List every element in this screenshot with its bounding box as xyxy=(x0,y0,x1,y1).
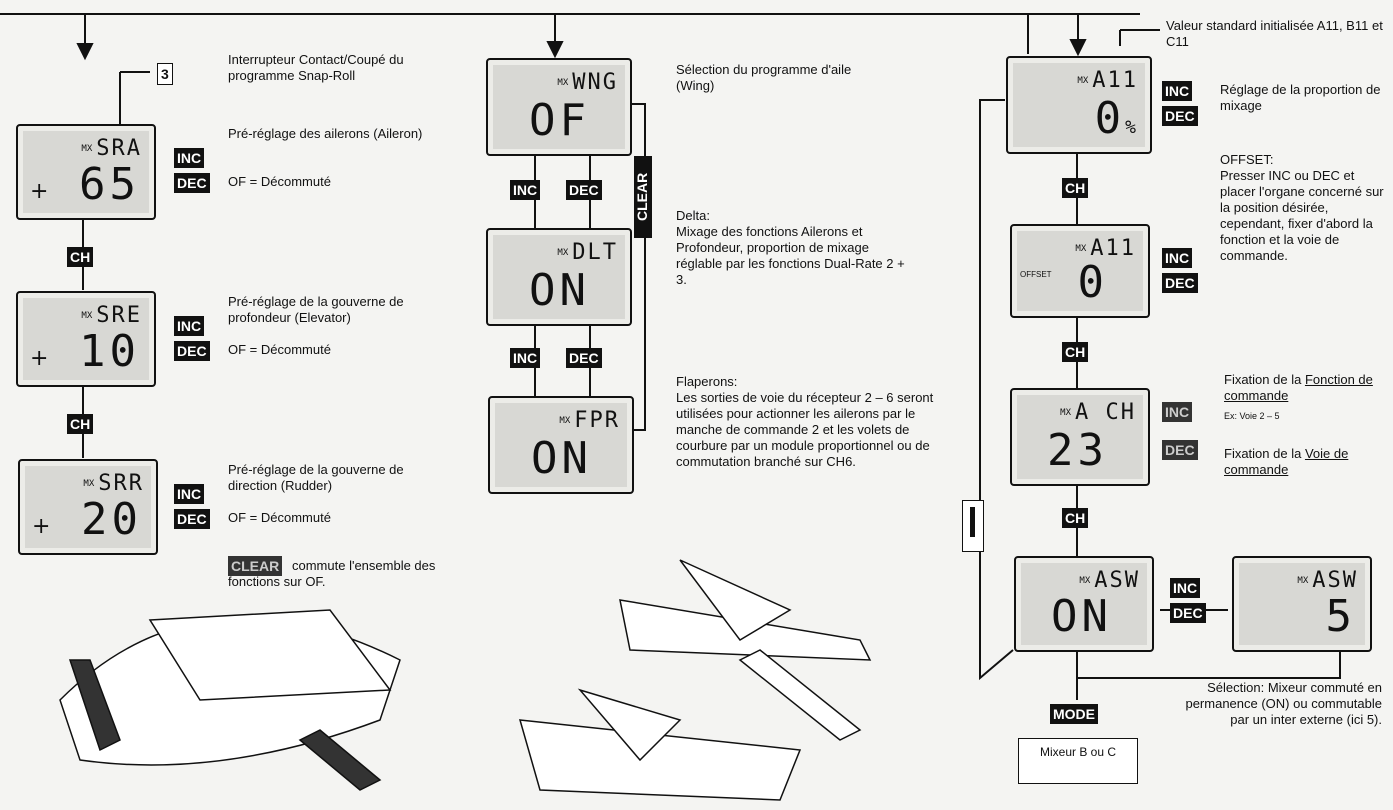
display-a11-unit: % xyxy=(1125,117,1136,138)
display-asw-top: ASW xyxy=(1094,568,1140,593)
fix-function-prefix: Fixation de la xyxy=(1224,372,1305,387)
inc-button-dlt[interactable]: INC xyxy=(510,348,541,368)
display-fpr-top: FPR xyxy=(574,408,620,433)
display-a11-offset-value: 0 xyxy=(1077,257,1108,308)
display-sre-value: 10 xyxy=(79,326,140,377)
display-srr-value: 20 xyxy=(81,494,142,545)
dec-button-mix[interactable]: DEC xyxy=(1162,106,1198,126)
display-a11-value: 0 xyxy=(1094,93,1126,144)
fix-function-label: Fixation de la Fonction de commande xyxy=(1224,372,1389,404)
display-ach-top: A CH xyxy=(1075,400,1136,425)
switch-number-box: 3 xyxy=(157,63,173,85)
desc-rudder: Pré-réglage de la gouverne de direction … xyxy=(228,462,404,493)
dec-button-wng[interactable]: DEC xyxy=(566,180,602,200)
mixer-box: Mixeur B ou C xyxy=(1018,738,1138,784)
dec-button-sre[interactable]: DEC xyxy=(174,341,210,361)
dec-button-asw[interactable]: DEC xyxy=(1170,603,1206,623)
standard-label: Valeur standard initialisée A11, B11 et … xyxy=(1166,18,1383,49)
fix-channel-label: Fixation de la Voie de commande xyxy=(1224,446,1389,478)
desc-aileron: Pré-réglage des ailerons (Aileron) xyxy=(228,126,423,141)
clear-button-note[interactable]: CLEAR xyxy=(228,556,283,576)
display-wng-top: WNG xyxy=(572,70,618,95)
inc-button-srr[interactable]: INC xyxy=(174,484,205,504)
off-note-1: OF = Décommuté xyxy=(228,174,331,189)
ch-button-3[interactable]: CH xyxy=(1062,178,1089,198)
offset-title: OFFSET: xyxy=(1220,152,1274,167)
delta-text: Mixage des fonctions Ailerons et Profond… xyxy=(676,224,905,287)
ch-button-5[interactable]: CH xyxy=(1062,508,1089,528)
inc-button-wng[interactable]: INC xyxy=(510,180,541,200)
inc-button-offset[interactable]: INC xyxy=(1162,248,1193,268)
selection-text: Sélection: Mixeur commuté en permanence … xyxy=(1185,680,1382,727)
display-sra-value: 65 xyxy=(79,159,140,210)
dec-button-sra[interactable]: DEC xyxy=(174,173,210,193)
mode-button[interactable]: MODE xyxy=(1050,704,1098,724)
display-sre-top: SRE xyxy=(96,303,142,328)
fix-function-link: Fonction de commande xyxy=(1224,372,1373,403)
display-a11-offset-top: A11 xyxy=(1090,236,1136,261)
display-sra-sign: + xyxy=(30,179,49,204)
inc-button-mix[interactable]: INC xyxy=(1162,81,1193,101)
flap-title: Flaperons: xyxy=(676,374,738,389)
display-dlt-top: DLT xyxy=(572,240,618,265)
inc-button-sra[interactable]: INC xyxy=(174,148,205,168)
clear-button[interactable]: CLEAR xyxy=(634,156,652,238)
fix-channel-prefix: Fixation de la xyxy=(1224,446,1305,461)
dec-button-offset[interactable]: DEC xyxy=(1162,273,1198,293)
inc-button-ach[interactable]: INC xyxy=(1162,402,1193,422)
display-fpr-value: ON xyxy=(531,433,592,484)
mix-label: Réglage de la proportion de mixage xyxy=(1220,82,1381,113)
display-asw-switch-value: 5 xyxy=(1325,591,1356,642)
fix-channel-link: Voie de commande xyxy=(1224,446,1349,477)
clear-note: commute l'ensemble des fonctions sur OF. xyxy=(228,558,436,589)
offset-text: Presser INC ou DEC et placer l'organe co… xyxy=(1220,168,1384,263)
switch-label: Interrupteur Contact/Coupé du programme … xyxy=(228,52,404,83)
display-sra-top: SRA xyxy=(96,136,142,161)
desc-elevator: Pré-réglage de la gouverne de profondeur… xyxy=(228,294,404,325)
dec-button-dlt[interactable]: DEC xyxy=(566,348,602,368)
off-note-3: OF = Décommuté xyxy=(228,510,331,525)
display-asw-value: ON xyxy=(1051,591,1112,642)
display-sre-sign: + xyxy=(30,346,49,371)
channel-range: Ex: Voie 2 – 5 xyxy=(1224,411,1280,421)
display-a11-top: A11 xyxy=(1092,68,1138,93)
dec-button-ach[interactable]: DEC xyxy=(1162,440,1198,460)
ch-button-1[interactable]: CH xyxy=(67,247,94,267)
inc-button-sre[interactable]: INC xyxy=(174,316,205,336)
display-srr-top: SRR xyxy=(98,471,144,496)
display-offset-label: OFFSET xyxy=(1020,270,1052,279)
flap-text: Les sorties de voie du récepteur 2 – 6 s… xyxy=(676,390,934,469)
display-srr-sign: + xyxy=(32,514,51,539)
display-ach-value: 23 xyxy=(1047,425,1108,476)
display-wng-value: OF xyxy=(529,95,590,146)
ch-button-4[interactable]: CH xyxy=(1062,342,1089,362)
display-asw-switch-top: ASW xyxy=(1312,568,1358,593)
display-dlt-value: ON xyxy=(529,265,590,316)
ch-button-2[interactable]: CH xyxy=(67,414,94,434)
inc-button-asw[interactable]: INC xyxy=(1170,578,1201,598)
external-switch-icon xyxy=(962,500,984,552)
dec-button-srr[interactable]: DEC xyxy=(174,509,210,529)
off-note-2: OF = Décommuté xyxy=(228,342,331,357)
delta-title: Delta: xyxy=(676,208,710,223)
wing-label: Sélection du programme d'aile (Wing) xyxy=(676,62,852,93)
